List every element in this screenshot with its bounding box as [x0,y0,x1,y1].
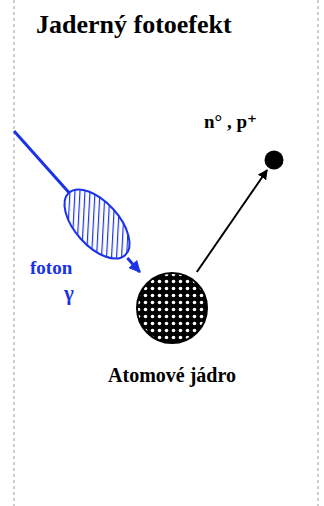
photon-label: foton [30,258,72,279]
photon-ellipse [53,178,142,270]
photon-symbol: γ [64,282,74,305]
dashed-border [14,0,15,506]
emitted-particle: n° , p⁺ [264,150,284,170]
emission-arrow [197,170,267,272]
atomic-nucleus: Atomové jádro [136,272,208,344]
dashed-border [318,0,319,506]
emitted-particle-shape [264,150,284,170]
nucleus-circle [137,273,207,343]
particle-label: n° , p⁺ [204,112,257,133]
photon-packet-shape [64,190,130,258]
nucleus-label: Atomové jádro [108,364,236,386]
particle-dot [265,151,284,170]
photon-arrow [127,258,139,272]
atomic-nucleus-shape [136,272,208,344]
diagram-title: Jaderný fotoefekt [36,10,232,40]
photon-packet: fotonγ [64,190,130,258]
